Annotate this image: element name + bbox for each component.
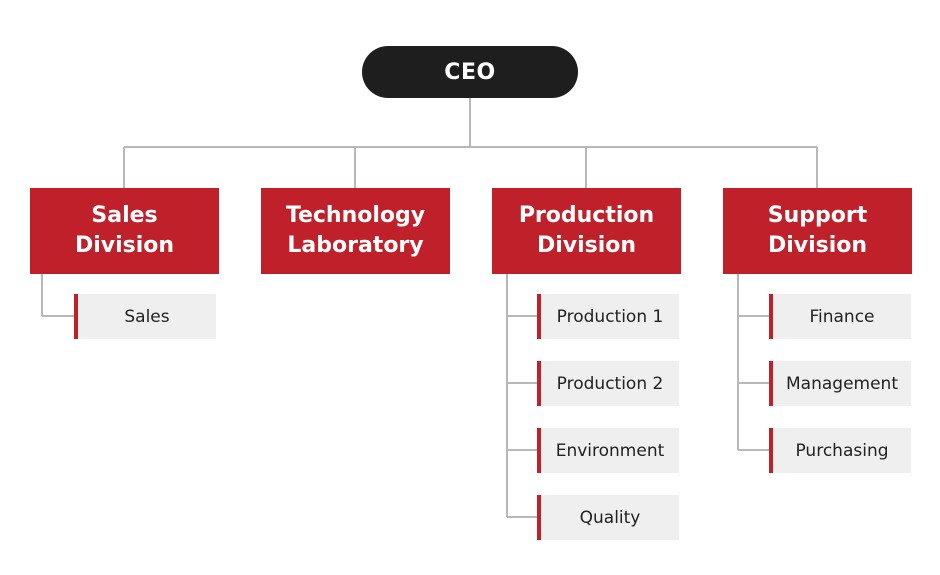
department-label: Production 1	[556, 306, 664, 327]
division-label-line: Production	[518, 203, 655, 228]
department-label: Finance	[809, 306, 875, 327]
department-environment: Environment	[537, 428, 679, 473]
department-label: Production 2	[556, 373, 664, 394]
division-sales: Sales Division	[30, 188, 219, 274]
division-label-line: Support	[767, 203, 868, 228]
department-production-1: Production 1	[537, 294, 679, 339]
division-label-line: Laboratory	[287, 233, 424, 258]
department-production-2: Production 2	[537, 361, 679, 406]
department-label: Management	[786, 373, 898, 394]
division-label-line: Division	[74, 233, 175, 258]
division-technology: Technology Laboratory	[261, 188, 450, 274]
department-finance: Finance	[769, 294, 911, 339]
division-label-line: Division	[767, 233, 868, 258]
ceo-node: CEO	[362, 46, 578, 98]
division-label-line: Sales	[91, 203, 158, 228]
department-purchasing: Purchasing	[769, 428, 911, 473]
department-management: Management	[769, 361, 911, 406]
ceo-label: CEO	[444, 59, 496, 85]
division-label-line: Division	[536, 233, 637, 258]
division-production: Production Division	[492, 188, 681, 274]
division-label-line: Technology	[285, 203, 426, 228]
department-quality: Quality	[537, 495, 679, 540]
department-label: Sales	[124, 306, 170, 327]
department-label: Environment	[555, 440, 665, 461]
department-label: Purchasing	[795, 440, 889, 461]
department-label: Quality	[579, 507, 641, 528]
division-support: Support Division	[723, 188, 912, 274]
department-sales: Sales	[74, 294, 216, 339]
